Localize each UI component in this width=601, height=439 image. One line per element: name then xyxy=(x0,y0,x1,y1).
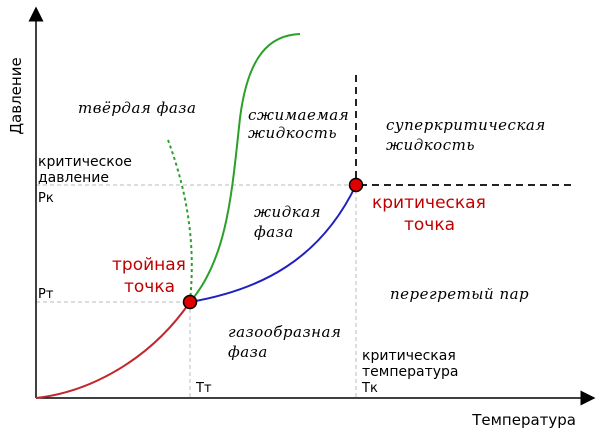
supercritical-label-1: суперкритическая xyxy=(386,116,546,134)
triple-point-label-2: точка xyxy=(124,277,175,297)
supercritical-label-2: жидкость xyxy=(386,136,475,154)
triple-point-marker xyxy=(182,294,198,310)
triple-point-label-1: тройная xyxy=(112,255,186,275)
vaporization-curve xyxy=(189,184,357,303)
pk-label: Pк xyxy=(38,191,54,206)
critical-point-marker xyxy=(348,177,364,193)
critical-pressure-label-1: критическое xyxy=(38,154,132,170)
tt-label: Tт xyxy=(195,381,212,396)
liquid-phase-label-2: фаза xyxy=(254,223,294,241)
x-axis-label: Температура xyxy=(471,411,576,429)
solid-phase-label: твёрдая фаза xyxy=(78,99,196,117)
liquid-phase-label-1: жидкая xyxy=(254,203,321,221)
pt-label: Pт xyxy=(38,287,54,302)
critical-temperature-label-2: температура xyxy=(362,364,458,380)
critical-point-label-2: точка xyxy=(404,215,455,235)
compressible-liquid-label-2: жидкость xyxy=(248,124,337,142)
gas-phase-label-1: газообразная xyxy=(228,323,341,341)
melting-curve-anomalous xyxy=(167,139,193,303)
vapor-label: перегретый пар xyxy=(390,285,529,303)
tk-label: Tк xyxy=(361,381,378,396)
compressible-liquid-label-1: сжимаемая xyxy=(248,106,349,124)
critical-point-label-1: критическая xyxy=(372,193,486,213)
gas-phase-label-2: фаза xyxy=(228,343,268,361)
sublimation-curve xyxy=(35,301,191,399)
critical-temperature-label-1: критическая xyxy=(362,348,456,364)
critical-pressure-label-2: давление xyxy=(38,170,109,186)
melting-curve xyxy=(189,33,301,303)
y-axis-label: Давление xyxy=(7,57,25,134)
